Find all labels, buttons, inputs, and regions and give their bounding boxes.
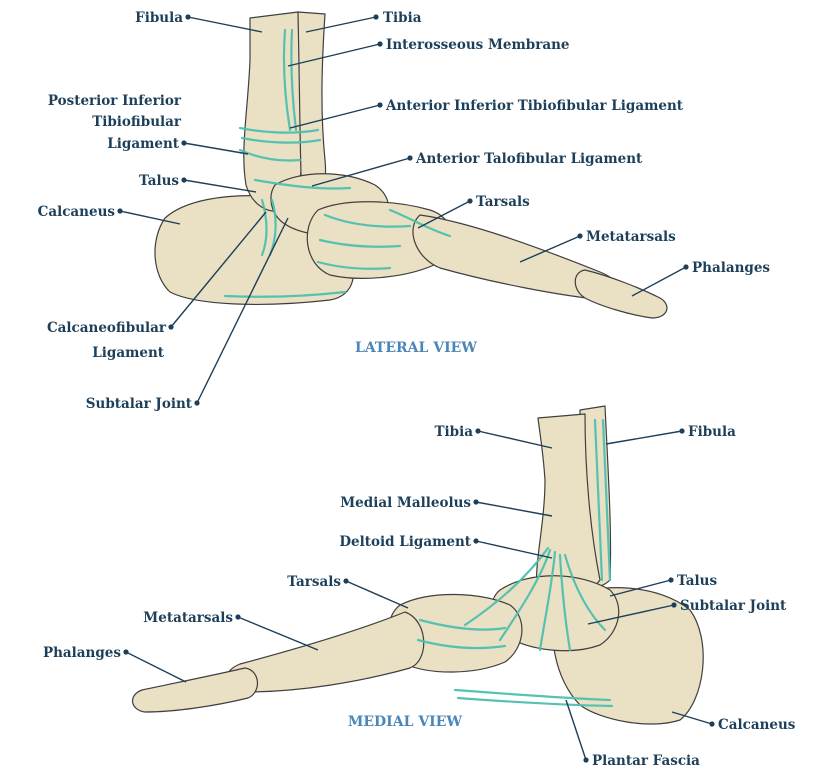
calcaneofibular-label-line1: Calcaneofibular: [47, 320, 167, 336]
medial-fibula-label: Fibula: [688, 424, 736, 440]
plantar-fascia-label: Plantar Fascia: [592, 753, 700, 769]
medial-subtalar-joint-label: Subtalar Joint: [680, 598, 787, 614]
lateral-calcaneus-label: Calcaneus: [38, 204, 116, 220]
lateral-view-title: LATERAL VIEW: [355, 340, 477, 356]
lateral-phalanges-label: Phalanges: [692, 260, 770, 276]
lateral-metatarsals-label: Metatarsals: [586, 229, 676, 245]
lateral-tibia-label: Tibia: [383, 10, 422, 26]
medial-phalanges-label: Phalanges: [43, 645, 121, 661]
medial-malleolus-label: Medial Malleolus: [340, 495, 471, 511]
deltoid-ligament-label: Deltoid Ligament: [339, 534, 471, 550]
posterior-inferior-label-line2: Tibiofibular: [92, 114, 182, 130]
lateral-talus-label: Talus: [139, 173, 179, 189]
lateral-fibula-label: Fibula: [135, 10, 183, 26]
anterior-talofibular-label: Anterior Talofibular Ligament: [415, 151, 643, 167]
medial-foot-illustration: [133, 406, 704, 724]
medial-tarsals-label: Tarsals: [287, 574, 341, 590]
lateral-tarsals-label: Tarsals: [476, 194, 530, 210]
medial-phalange-bones: [133, 668, 258, 712]
posterior-inferior-label-line1: Posterior Inferior: [48, 93, 182, 109]
lateral-subtalar-joint-label: Subtalar Joint: [86, 396, 193, 412]
lateral-phalange-bones: [575, 270, 667, 318]
medial-talus-label: Talus: [677, 573, 717, 589]
posterior-inferior-label-line3: Ligament: [107, 136, 179, 152]
interosseous-membrane-label: Interosseous Membrane: [386, 37, 570, 53]
calcaneofibular-label-line2: Ligament: [92, 345, 164, 361]
medial-calcaneus-label: Calcaneus: [718, 717, 796, 733]
medial-metatarsals-label: Metatarsals: [143, 610, 233, 626]
medial-view-title: MEDIAL VIEW: [348, 714, 463, 730]
anterior-inferior-tibiofibular-label: Anterior Inferior Tibiofibular Ligament: [385, 98, 684, 114]
medial-tibia-label: Tibia: [435, 424, 474, 440]
